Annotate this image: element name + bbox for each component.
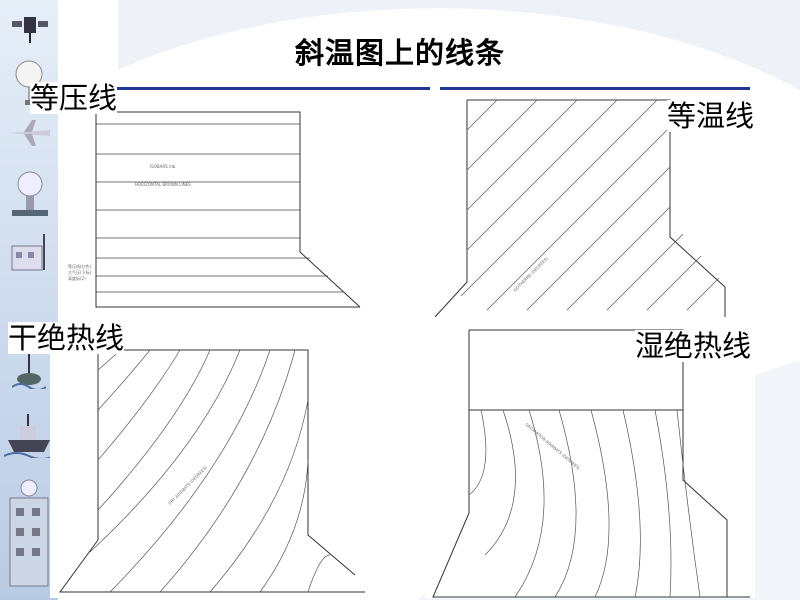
- isotherm-diagram: ISOTHERMS (DEGREES): [434, 99, 726, 317]
- isobar-panel: ISOBARS mb HORIZONTAL BROWN LINES 等压线(红色…: [60, 92, 370, 324]
- svg-text:HORIZONTAL BROWN LINES: HORIZONTAL BROWN LINES: [135, 182, 191, 187]
- title-underline: [100, 87, 430, 90]
- svg-text:DRY ADIABATS (DEGREES): DRY ADIABATS (DEGREES): [167, 465, 208, 506]
- moist-adiabat-diagram: SATURATION ADIABATS (DEGREES): [432, 329, 750, 598]
- isotherm-label: 等温线: [667, 99, 755, 133]
- svg-text:大气压(下标): 大气压(下标): [68, 269, 92, 275]
- dry-adiabat-diagram: DRY ADIABATS (DEGREES): [59, 349, 365, 593]
- moist-adiabat-panel: SATURATION ADIABATS (DEGREES): [425, 325, 755, 598]
- isobar-label: 等压线: [30, 81, 118, 115]
- dry-adiabat-panel: DRY ADIABATS (DEGREES): [50, 330, 365, 598]
- balloon-icon: [15, 60, 43, 105]
- ship-icon: [4, 414, 54, 458]
- svg-text:等压线(红色): 等压线(红色): [68, 263, 92, 269]
- svg-text:ISOTHERMS (DEGREES): ISOTHERMS (DEGREES): [512, 256, 549, 293]
- radar-icon: [12, 171, 48, 216]
- building-icon: [9, 479, 49, 587]
- isobar-diagram: ISOBARS mb HORIZONTAL BROWN LINES 等压线(红色…: [68, 111, 361, 308]
- svg-text:SATURATION ADIABATS (DEGREES): SATURATION ADIABATS (DEGREES): [524, 422, 581, 471]
- title-underline-right: [440, 87, 750, 90]
- page-title: 斜温图上的线条: [294, 36, 505, 70]
- dry-adiabat-label: 干绝热线: [8, 321, 125, 355]
- moist-adiabat-label: 湿绝热线: [635, 329, 752, 363]
- satellite-icon: [12, 17, 48, 43]
- station-icon: [11, 234, 45, 271]
- svg-text:ISOBARS mb: ISOBARS mb: [150, 164, 176, 169]
- svg-text:高度标(2): 高度标(2): [68, 275, 86, 281]
- airplane-icon: [8, 120, 50, 146]
